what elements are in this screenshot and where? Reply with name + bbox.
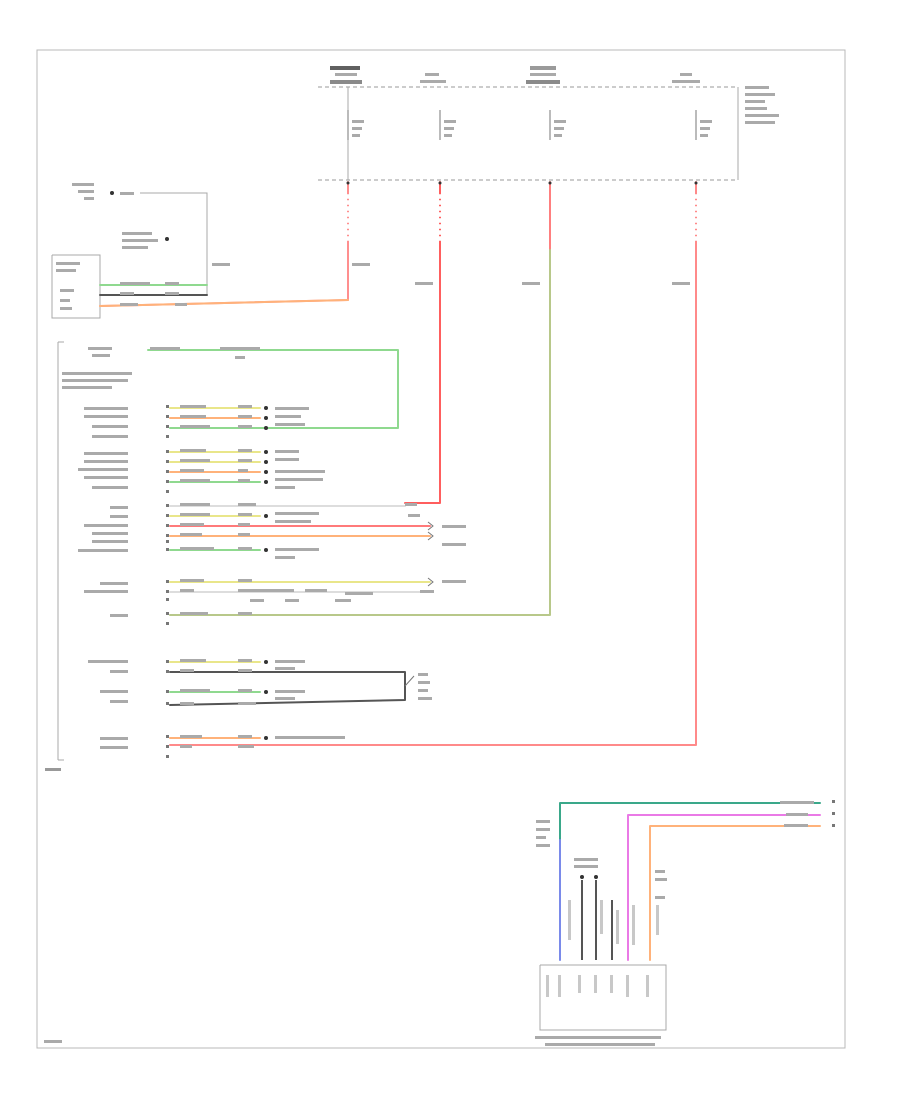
cluster-pins-block-6	[100, 735, 345, 758]
power-distribution-block	[318, 66, 779, 181]
block-name-6	[745, 121, 775, 124]
top-left-component	[72, 183, 230, 295]
fuse-1	[347, 110, 364, 140]
page-footer-code	[44, 1040, 62, 1043]
fuse-2	[439, 110, 456, 140]
wire-fuse4	[169, 181, 697, 746]
fuse-label-1b	[335, 73, 357, 76]
bottom-right-module	[535, 800, 835, 1046]
fuse-label-1	[330, 66, 360, 70]
cluster-pins-block-2	[78, 449, 325, 493]
cluster-pins-block-3	[78, 503, 466, 559]
fuse-4	[695, 110, 712, 140]
wire-fuse3	[169, 249, 551, 616]
fuse-label-1c	[330, 80, 362, 84]
fuse-label-2b	[420, 80, 446, 83]
cluster-title	[45, 768, 61, 771]
block-name-5	[745, 114, 779, 117]
fuse-label-2	[425, 73, 439, 76]
diagram-frame	[36, 49, 846, 1049]
wire-green-top	[147, 349, 399, 429]
splice-label-2	[415, 282, 433, 285]
fuse-label-3c	[526, 80, 560, 84]
fuse-label-4	[680, 73, 692, 76]
cluster-pins-block-1	[84, 405, 309, 438]
fuse-label-4b	[672, 80, 700, 83]
block-name-3	[745, 100, 765, 103]
left-switch-connector	[51, 254, 349, 319]
splice-label-4	[672, 282, 690, 285]
splice-label-3	[522, 282, 540, 285]
block-name-2	[745, 93, 775, 96]
fuse-label-3	[530, 66, 556, 70]
splice-label-1	[352, 263, 370, 266]
wire-fuse2	[404, 181, 441, 504]
wire-magenta	[627, 814, 821, 961]
fuse-3	[549, 110, 566, 140]
cluster-pins-block-4	[84, 577, 466, 625]
instrument-cluster	[45, 341, 466, 771]
block-name-4	[745, 107, 767, 110]
fuse-label-3b	[530, 73, 556, 76]
wire-fuse1	[99, 181, 349, 307]
wire-orange-1	[99, 299, 349, 307]
cluster-pins-block-5	[88, 659, 432, 706]
wire-orange-2	[649, 825, 821, 961]
wire-teal	[559, 802, 821, 901]
block-name-1	[745, 86, 769, 89]
